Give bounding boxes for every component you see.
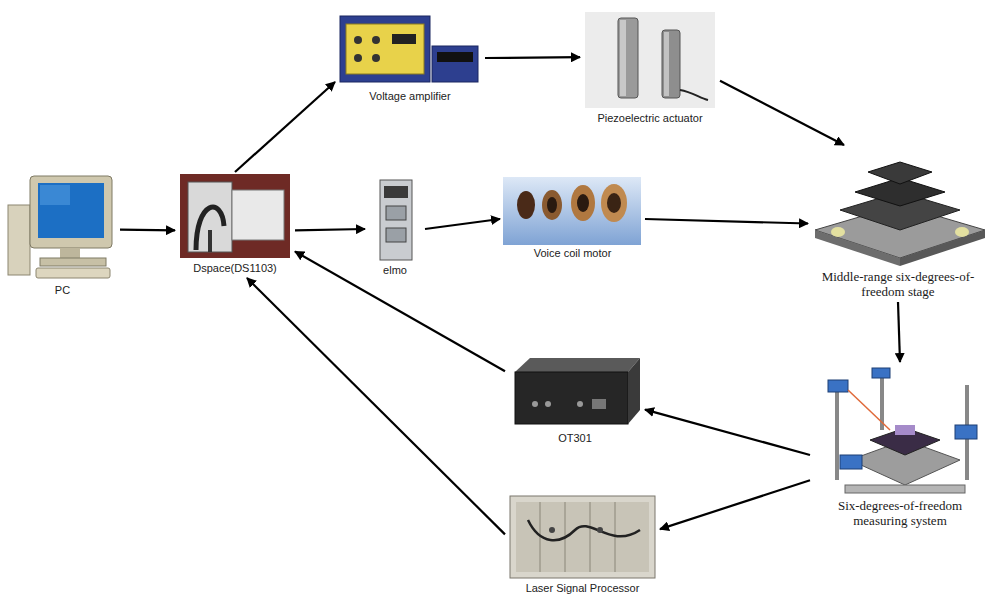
actuator-node: Piezoelectric actuator	[580, 10, 720, 128]
pc-illustration	[8, 176, 112, 278]
device-caption: elmo	[365, 264, 425, 277]
signal-arrow	[645, 219, 808, 224]
measuring-illustration	[828, 368, 977, 493]
signal-arrow	[235, 82, 335, 172]
elmo-illustration	[380, 180, 412, 260]
driver-node: elmo	[365, 178, 425, 280]
device-caption: Piezoelectric actuator	[580, 112, 720, 125]
device-caption: PC	[5, 284, 120, 297]
signal-arrow	[485, 56, 580, 59]
device-caption: Middle-range six-degrees-of-freedom stag…	[808, 269, 988, 299]
signal-arrow	[120, 229, 175, 232]
signal-arrow	[295, 252, 505, 372]
vcm-illustration	[503, 177, 641, 245]
device-caption: OT301	[505, 432, 645, 445]
device-caption: Voltage amplifier	[335, 90, 485, 103]
motor-node: Voice coil motor	[500, 175, 645, 263]
device-caption: Voice coil motor	[500, 247, 645, 260]
computer-node: PC	[5, 172, 120, 300]
signal-arrow	[645, 410, 810, 455]
signal-arrow	[660, 480, 810, 529]
device-caption: Dspace(DS1103)	[175, 262, 295, 275]
sensor-unit-node: OT301	[505, 352, 645, 448]
signal-arrow	[720, 81, 844, 145]
device-caption: Laser Signal Processor	[505, 582, 660, 595]
processor-node: Laser Signal Processor	[505, 492, 660, 598]
amplifier-illustration	[340, 16, 478, 82]
device-caption: Six-degrees-of-freedom measuring system	[810, 498, 990, 528]
controller-node: Dspace(DS1103)	[175, 172, 295, 278]
ot301-illustration	[515, 358, 640, 424]
amplifier-node: Voltage amplifier	[335, 10, 485, 106]
signal-arrow	[425, 219, 500, 229]
stage-node: Middle-range six-degrees-of-freedom stag…	[808, 145, 988, 302]
measuring-node: Six-degrees-of-freedom measuring system	[810, 362, 990, 531]
laser-processor-illustration	[510, 496, 655, 578]
signal-arrow	[295, 229, 365, 230]
stage-illustration	[815, 162, 985, 266]
dspace-illustration	[180, 174, 290, 258]
signal-arrow	[247, 278, 505, 534]
piezo-illustration	[585, 12, 715, 108]
signal-arrow	[898, 302, 900, 362]
